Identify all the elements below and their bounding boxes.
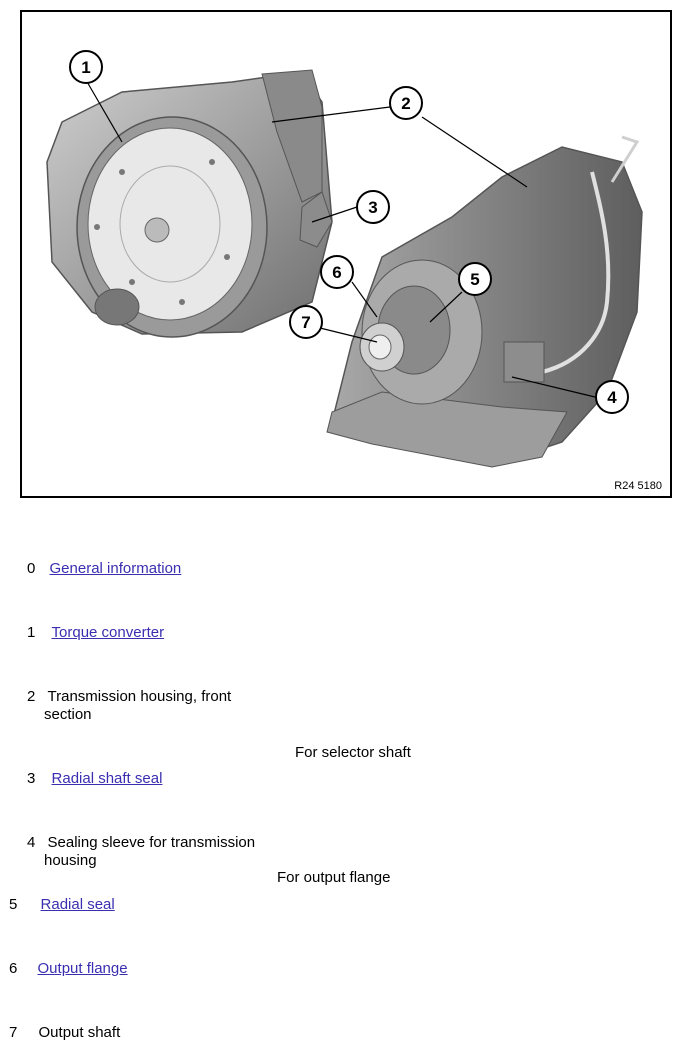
item-number: 3 [27,770,36,787]
torque-converter-link[interactable]: Torque converter [51,624,165,641]
list-item-7: 7 Output shaft [9,1024,120,1042]
exploded-view-figure: 1 2 3 4 5 6 7 R24 5180 [20,10,672,498]
callout-3: 3 [368,198,377,217]
list-item-2: 2 Transmission housing, front section [27,688,231,724]
callout-7: 7 [301,313,310,332]
callouts [69,50,629,414]
leader-lines [85,79,596,398]
callout-1: 1 [81,58,90,77]
item-number: 1 [27,624,36,641]
item-number: 6 [9,960,18,977]
callout-4: 4 [607,388,617,407]
radial-shaft-seal-link[interactable]: Radial shaft seal [51,770,163,787]
output-flange-link[interactable]: Output flange [37,960,128,977]
output-flange-note: For output flange [277,869,391,886]
list-item-5: 5 Radial seal [9,896,115,914]
item-label-line2: housing [44,852,97,869]
transmission-drawing: 1 2 3 4 5 6 7 [46,50,643,468]
transmission-housing-assembly [326,135,643,468]
list-item-3: 3 Radial shaft seal [27,770,162,788]
item-label-line2: section [44,706,92,723]
item-number: 0 [27,560,36,577]
radial-seal-link[interactable]: Radial seal [40,896,115,913]
list-item-4: 4 Sealing sleeve for transmission housin… [27,834,255,870]
selector-shaft-bracket [299,191,333,248]
item-number: 4 [27,834,36,851]
figure-code: R24 5180 [614,480,662,492]
callout-5: 5 [470,270,479,289]
item-number: 5 [9,896,18,913]
list-item-0: 0 General information [27,560,181,578]
item-number: 7 [9,1024,18,1041]
callout-2: 2 [401,94,410,113]
callout-6: 6 [332,263,341,282]
general-information-link[interactable]: General information [49,560,182,577]
torque-converter-assembly [46,69,333,338]
item-number: 2 [27,688,36,705]
item-label-line1: Transmission housing, front [47,688,232,705]
selector-shaft-note: For selector shaft [295,744,411,761]
item-label: Output shaft [38,1024,121,1041]
list-item-1: 1 Torque converter [27,624,164,642]
list-item-6: 6 Output flange [9,960,128,978]
item-label-line1: Sealing sleeve for transmission [47,834,256,851]
